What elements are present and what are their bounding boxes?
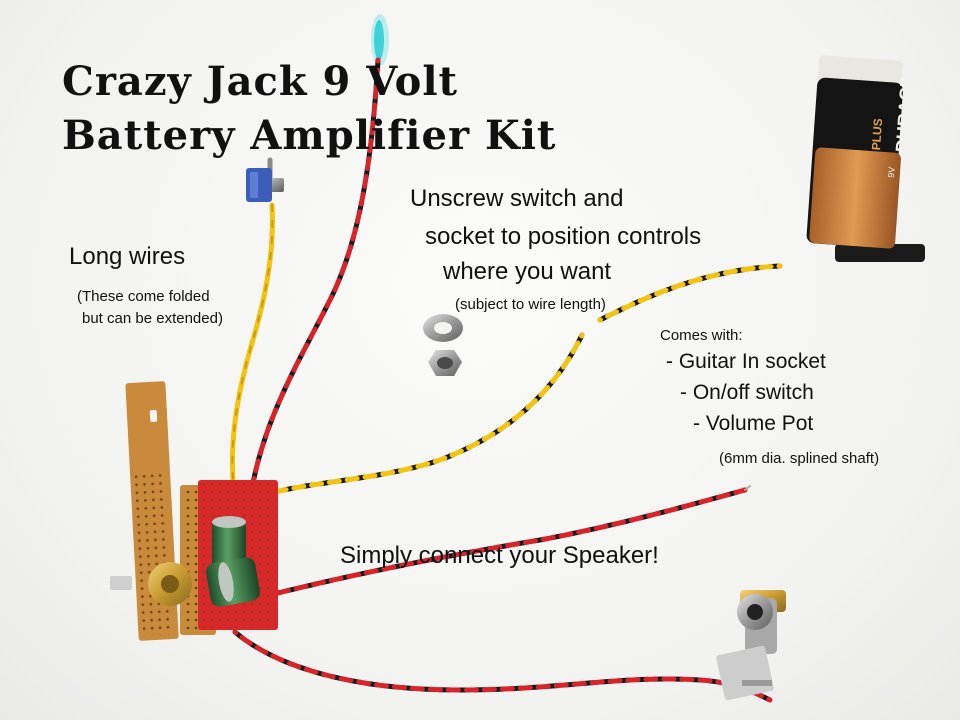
- speaker-wire: [267, 487, 748, 598]
- jack-wire: [232, 629, 773, 703]
- yellow-wire-switch: [229, 202, 275, 503]
- loose-wire-ends: [744, 485, 751, 491]
- comes-with-item-3-note: (6mm dia. splined shaft): [719, 450, 880, 467]
- guitar-jack-socket: [716, 590, 786, 701]
- hex-nut: [428, 350, 462, 376]
- unscrew-note: (subject to wire length): [455, 296, 606, 313]
- unscrew-line-3: where you want: [443, 258, 612, 285]
- washer: [423, 314, 463, 342]
- unscrew-line-1: Unscrew switch and: [410, 185, 624, 212]
- battery-plus-text: PLUS: [869, 118, 885, 151]
- yellow-black-wire-battery: [597, 263, 783, 323]
- volume-pot: [110, 562, 192, 606]
- battery-9v: DURACELL PLUS 9V: [806, 53, 925, 262]
- long-wires-note-1: (These come folded: [77, 288, 210, 305]
- title-line-2: Battery Amplifier Kit: [62, 112, 557, 159]
- long-wires-label: Long wires: [69, 243, 186, 270]
- yellow-black-wire-long: [259, 332, 585, 498]
- red-black-wire-top: [247, 57, 381, 503]
- led-glow: [371, 14, 389, 66]
- toggle-switch: [246, 157, 284, 202]
- comes-with-heading: Comes with:: [660, 327, 743, 344]
- comes-with-item-3: - Volume Pot: [693, 412, 814, 435]
- battery-voltage-text: 9V: [886, 166, 897, 178]
- capacitor-2: [205, 557, 261, 607]
- speaker-label: Simply connect your Speaker!: [340, 542, 659, 569]
- unscrew-line-2: socket to position controls: [425, 223, 702, 250]
- comes-with-item-1: - Guitar In socket: [666, 350, 826, 373]
- long-wires-note-2: but can be extended): [82, 310, 223, 327]
- capacitor-1: [212, 516, 246, 570]
- title-line-1: Crazy Jack 9 Volt: [62, 58, 459, 105]
- comes-with-item-2: - On/off switch: [680, 381, 814, 404]
